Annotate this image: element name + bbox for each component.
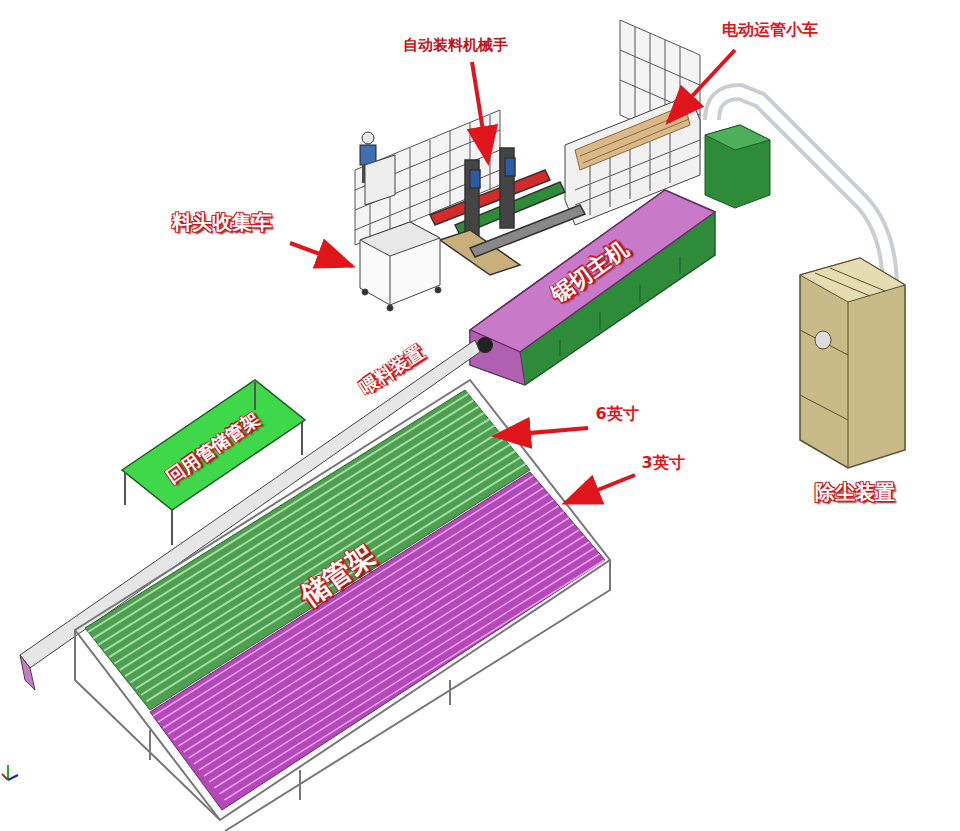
pipe-line <box>173 500 553 740</box>
pipe-line <box>184 512 564 752</box>
part-callout: 电动运管小车 <box>722 21 818 39</box>
pipe-line <box>214 548 594 788</box>
pipe-line <box>204 536 584 776</box>
size-callout: 6英寸 <box>595 405 638 423</box>
pipe-line <box>199 530 579 770</box>
part-callout: 料头收集车 <box>172 211 272 233</box>
size-callout: 3英寸 <box>641 454 684 472</box>
pipe-line <box>153 476 533 716</box>
pipe-line <box>194 524 574 764</box>
pipe-line <box>168 494 548 734</box>
pipe-line <box>179 506 559 746</box>
part-callout: 除尘装置 <box>815 481 895 503</box>
pipe-line <box>224 560 604 800</box>
pipe-line <box>219 554 599 794</box>
pipe-line <box>158 482 538 722</box>
pipe-line <box>189 518 569 758</box>
pipe-line <box>163 488 543 728</box>
pipe-line <box>209 542 589 782</box>
part-callout: 自动装料机械手 <box>403 37 508 54</box>
